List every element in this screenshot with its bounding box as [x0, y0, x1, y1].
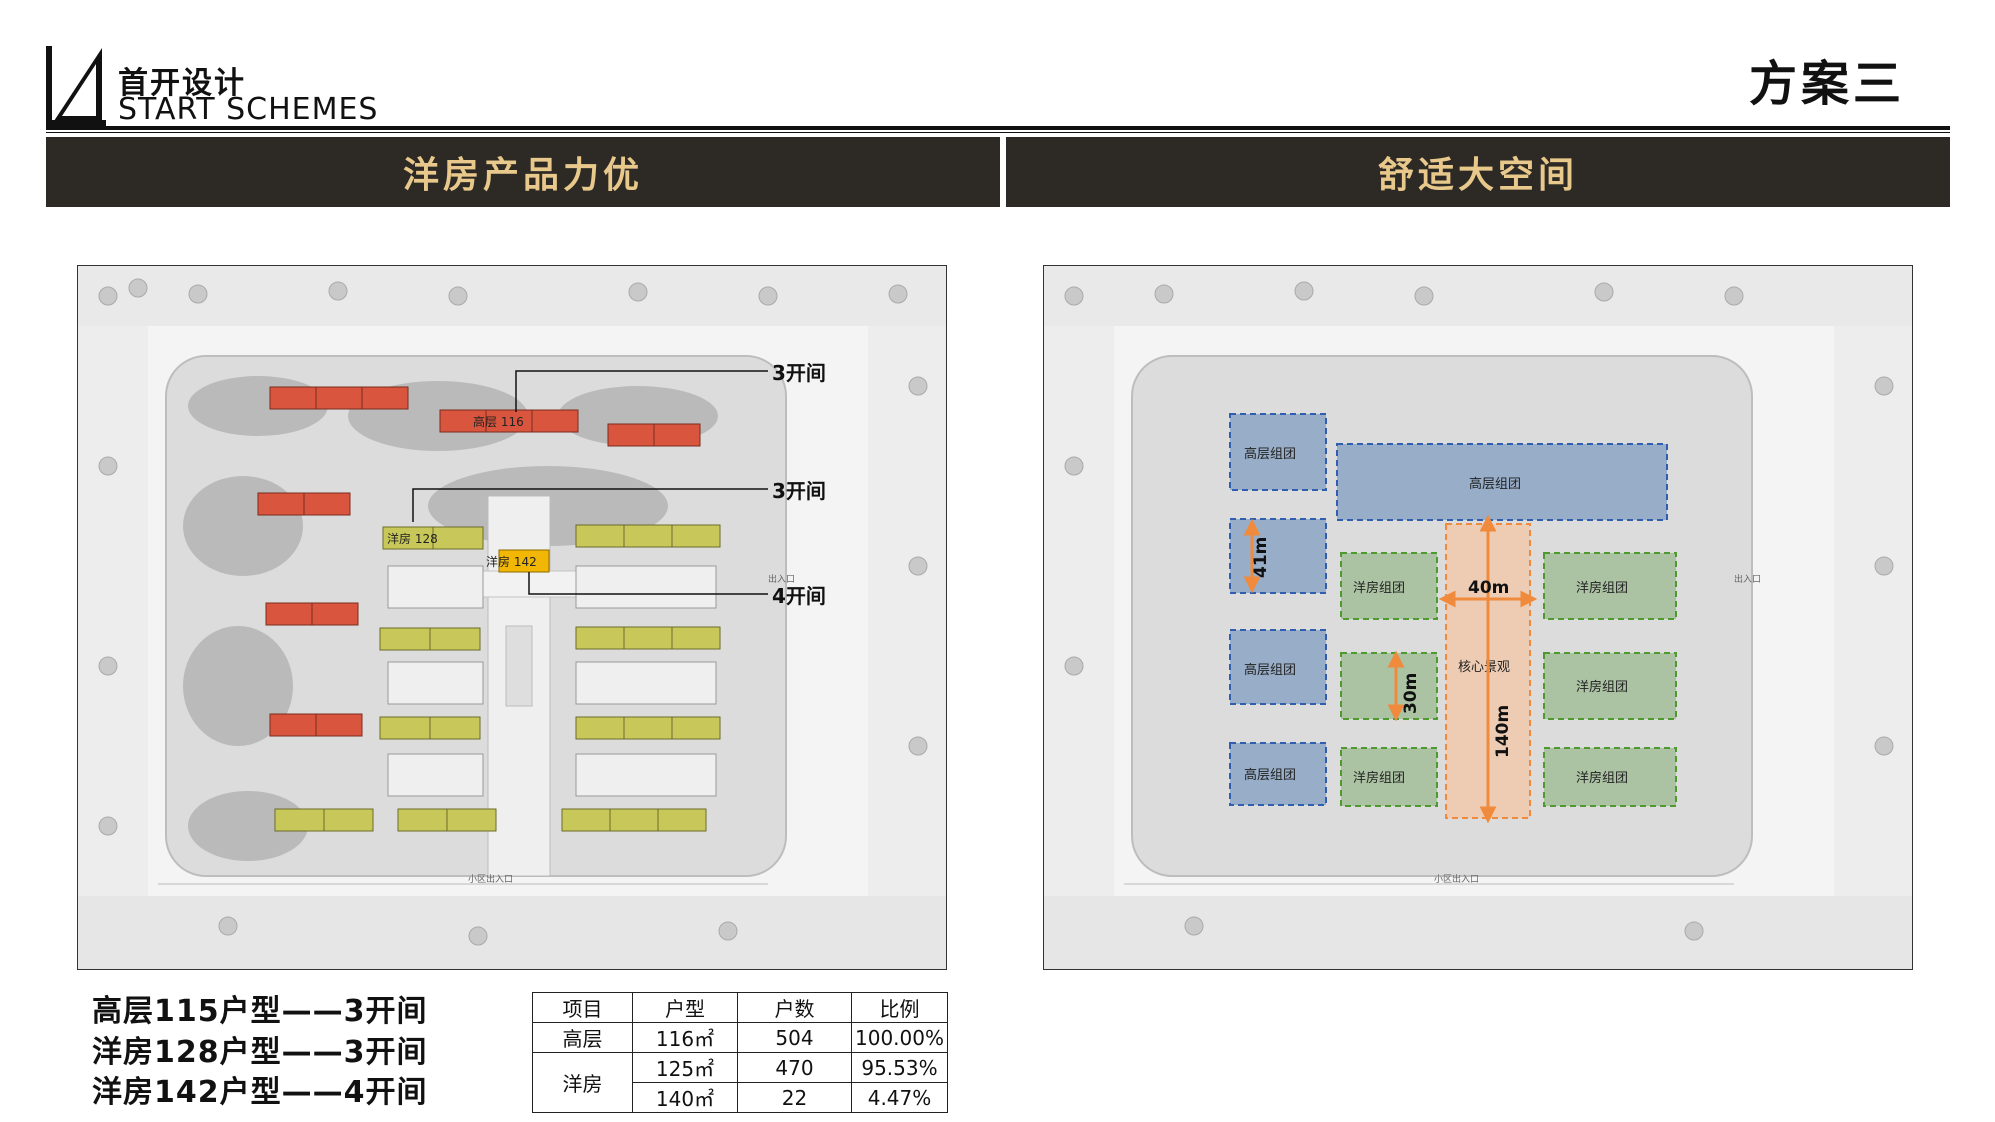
zone-core: 核心景观 [1458, 660, 1510, 675]
zone-yang-3: 洋房组团 [1576, 679, 1628, 695]
label-highrise-116: 高层 116 [473, 414, 524, 429]
table-row: 洋房 125㎡ 470 95.53% [532, 1052, 948, 1113]
brand-name-cn: 首开设计 [118, 66, 246, 101]
site-plan-right-drawing: 高层组团 高层组团 高层组团 高层组团 洋房组团 洋房组团 洋房组团 洋房组团 … [1044, 266, 1912, 969]
unit-type-line-highrise: 高层115户型——3开间 [92, 994, 428, 1029]
callout-4bay: 4开间 [772, 584, 826, 608]
callout-3bay-a: 3开间 [772, 361, 826, 385]
zone-highrise-b: 高层组团 [1244, 662, 1296, 678]
section-band-left: 洋房产品力优 [46, 137, 1000, 207]
table-cell: 高层 [532, 1022, 633, 1053]
table-cell: 22 [737, 1082, 852, 1113]
table-header: 项目 [532, 992, 633, 1023]
brand-name-en: START SCHEMES [118, 92, 379, 127]
table-header: 户数 [737, 992, 852, 1023]
table-cell: 116㎡ [632, 1022, 738, 1053]
table-cell: 100.00% [851, 1022, 948, 1053]
side-entrance-label: 出入口 [1734, 573, 1761, 585]
site-plan-left-drawing: 高层 116 洋房 128 洋房 142 3开间 3开间 4开间 出入口 小区出… [78, 266, 946, 969]
table-row: 140㎡ 22 4.47% [533, 1082, 948, 1113]
section-title-right: 舒适大空间 [1377, 155, 1578, 196]
zone-yang-1: 洋房组团 [1353, 580, 1405, 596]
zone-yang-5: 洋房组团 [1576, 770, 1628, 786]
scheme-title: 方案三 [1748, 56, 1905, 112]
header-rule [46, 126, 1950, 130]
table-cell: 140㎡ [632, 1082, 738, 1113]
table-row: 高层 116㎡ 504 100.00% [532, 1022, 948, 1053]
table-header: 比例 [851, 992, 948, 1023]
site-plan-right: 高层组团 高层组团 高层组团 高层组团 洋房组团 洋房组团 洋房组团 洋房组团 … [1043, 265, 1913, 970]
table-cell: 470 [737, 1052, 852, 1083]
dim-30m: 30m [1401, 673, 1421, 714]
main-entrance-label: 小区出入口 [468, 873, 513, 885]
logo-mark [46, 46, 106, 126]
table-cell: 洋房 [532, 1052, 633, 1113]
section-band-right: 舒适大空间 [1006, 137, 1950, 207]
site-plan-left: 高层 116 洋房 128 洋房 142 3开间 3开间 4开间 出入口 小区出… [77, 265, 947, 970]
label-yang-128: 洋房 128 [387, 531, 438, 546]
table-cell: 95.53% [851, 1052, 948, 1083]
dim-41m: 41m [1251, 537, 1271, 578]
header-rule-thin [46, 132, 1950, 133]
section-title-left: 洋房产品力优 [402, 155, 643, 196]
callout-3bay-b: 3开间 [772, 479, 826, 503]
zone-highrise-top: 高层组团 [1469, 476, 1521, 492]
table-cell: 504 [737, 1022, 852, 1053]
table-header: 户型 [632, 992, 738, 1023]
dim-40m: 40m [1468, 578, 1509, 598]
zone-highrise-a: 高层组团 [1244, 446, 1296, 462]
label-yang-142: 洋房 142 [486, 554, 537, 569]
zone-highrise-c: 高层组团 [1244, 767, 1296, 783]
zone-yang-2: 洋房组团 [1576, 580, 1628, 596]
table-cell: 125㎡ [632, 1052, 738, 1083]
zone-yang-4: 洋房组团 [1353, 770, 1405, 786]
dim-140m: 140m [1493, 705, 1513, 758]
unit-type-line-yang-128: 洋房128户型——3开间 [92, 1035, 428, 1070]
side-entrance-label: 出入口 [768, 573, 795, 585]
unit-stats-table: 项目 户型 户数 比例 高层 116㎡ 504 100.00% 洋房 125㎡ … [532, 992, 948, 1113]
main-entrance-label: 小区出入口 [1434, 873, 1479, 885]
table-header-row: 项目 户型 户数 比例 [532, 992, 948, 1023]
table-cell: 4.47% [851, 1082, 948, 1113]
unit-type-line-yang-142: 洋房142户型——4开间 [92, 1075, 428, 1110]
